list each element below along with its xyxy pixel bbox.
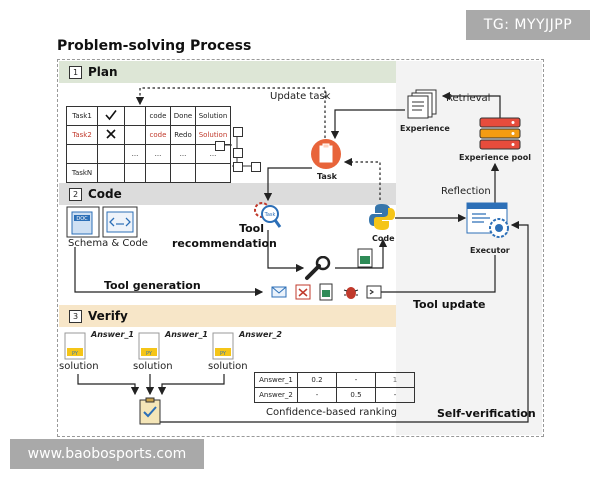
table-row: TaskN bbox=[66, 163, 231, 183]
reflection-label: Reflection bbox=[441, 186, 491, 197]
solution-label: solution bbox=[59, 361, 99, 372]
experience-to-task-arrow bbox=[330, 109, 405, 140]
task-to-tool-rec-arrow bbox=[263, 167, 312, 202]
experience-label: Experience bbox=[400, 124, 450, 133]
py-badge: PY bbox=[146, 351, 153, 357]
py-badge: PY bbox=[72, 351, 79, 357]
solution-label: solution bbox=[133, 361, 173, 372]
confidence-ranking-label: Confidence-based ranking bbox=[266, 407, 398, 418]
solution-cell: Solution bbox=[195, 125, 231, 145]
executor-window-icon bbox=[466, 202, 509, 238]
task-table: Task1 code Done Solution Task2 code Redo… bbox=[66, 106, 231, 183]
solution-label: solution bbox=[208, 361, 248, 372]
ranking-table: Answer_1 0.2 - 1 Answer_2 - 0.5 - bbox=[254, 372, 415, 403]
terminal-icon bbox=[366, 285, 382, 299]
code-window-icon bbox=[102, 206, 138, 238]
magnifier-gear-icon: Task bbox=[254, 202, 282, 228]
ranking-value-cell: 0.2 bbox=[297, 372, 337, 388]
checklist-icon bbox=[139, 397, 161, 425]
tool-update-label: Tool update bbox=[413, 298, 486, 311]
ranking-value-cell: 0.5 bbox=[336, 387, 376, 403]
verify-section-title: Verify bbox=[88, 309, 128, 323]
schema-code-label: Schema & Code bbox=[68, 238, 148, 249]
task-label: Task bbox=[317, 172, 337, 181]
verify-band bbox=[59, 305, 396, 327]
toolkit-icon bbox=[295, 284, 311, 300]
self-verification-label: Self-verification bbox=[437, 407, 536, 420]
tg-badge: TG: MYYJJPP bbox=[466, 10, 590, 40]
merge-arrow-3 bbox=[157, 374, 225, 396]
code-to-task-arrow bbox=[343, 157, 381, 200]
watermark-badge: www.baobosports.com bbox=[10, 439, 204, 469]
bug-icon bbox=[343, 287, 359, 299]
tool-generation-arrow bbox=[74, 247, 264, 297]
graph-node bbox=[251, 162, 261, 172]
graph-node bbox=[215, 141, 225, 151]
py-file-icon: PY bbox=[138, 332, 160, 360]
document-stack-icon bbox=[407, 89, 437, 119]
retrieval-arrow bbox=[441, 91, 501, 118]
code-section-title: Code bbox=[88, 187, 122, 201]
tool-rec-to-wrench-arrow bbox=[267, 230, 305, 273]
ranking-name-cell: Answer_1 bbox=[254, 372, 298, 388]
graph-node bbox=[233, 148, 243, 158]
ranking-value-cell: - bbox=[336, 372, 376, 388]
answer-label: Answer_1 bbox=[91, 330, 134, 339]
plan-section-title: Plan bbox=[88, 65, 118, 79]
solution-cell bbox=[195, 163, 231, 183]
update-task-label: Update task bbox=[270, 91, 331, 102]
py-file-icon: PY bbox=[212, 332, 234, 360]
py-file-icon: PY bbox=[64, 332, 86, 360]
answer-label: Answer_2 bbox=[239, 330, 282, 339]
graph-node bbox=[233, 127, 243, 137]
ranking-name-cell: Answer_2 bbox=[254, 387, 298, 403]
ranking-value-cell: - bbox=[297, 387, 337, 403]
update-task-arrow bbox=[135, 87, 326, 138]
experience-pool-label: Experience pool bbox=[459, 153, 531, 162]
tool-recommendation-label: Tool recommendation bbox=[172, 222, 277, 250]
diagram-frame bbox=[57, 59, 544, 437]
wrench-to-code-arrow bbox=[335, 238, 388, 269]
doc-file-icon: DOC bbox=[66, 206, 100, 238]
task-badge: Task bbox=[264, 212, 276, 218]
code-section-number: 2 bbox=[69, 188, 82, 201]
graph-node bbox=[233, 162, 243, 172]
plan-section-number: 1 bbox=[69, 66, 82, 79]
py-badge: PY bbox=[220, 351, 227, 357]
check-icon bbox=[105, 110, 117, 121]
doc-badge: DOC bbox=[76, 216, 88, 222]
ranking-value-cell: - bbox=[375, 387, 415, 403]
tool-update-arrow bbox=[368, 255, 496, 297]
retrieval-label: Retrieval bbox=[446, 93, 491, 104]
table-row: ... ... ... ... bbox=[66, 144, 231, 164]
spreadsheet-icon bbox=[319, 283, 333, 301]
ranking-value-cell: 1 bbox=[375, 372, 415, 388]
server-stack-icon bbox=[479, 117, 521, 150]
code-band bbox=[59, 183, 396, 205]
diagram-title: Problem-solving Process bbox=[57, 38, 252, 54]
wrench-icon bbox=[305, 256, 331, 280]
code-label: Code bbox=[372, 234, 395, 243]
table-row: Task2 code Redo Solution bbox=[66, 125, 231, 145]
executor-label: Executor bbox=[470, 246, 510, 255]
verify-section-number: 3 bbox=[69, 310, 82, 323]
spreadsheet-icon bbox=[357, 248, 373, 268]
cross-icon bbox=[106, 129, 116, 139]
merge-arrow-1 bbox=[77, 374, 140, 396]
mail-icon bbox=[271, 286, 287, 298]
table-row: Answer_1 0.2 - 1 bbox=[254, 372, 415, 388]
self-verification-arrow bbox=[160, 220, 529, 423]
python-logo-icon bbox=[369, 204, 395, 230]
tool-generation-label: Tool generation bbox=[104, 279, 201, 292]
task-clipboard-icon bbox=[311, 139, 341, 169]
answer-label: Answer_1 bbox=[165, 330, 208, 339]
plan-band bbox=[59, 61, 396, 83]
table-row: Answer_2 - 0.5 - bbox=[254, 387, 415, 403]
